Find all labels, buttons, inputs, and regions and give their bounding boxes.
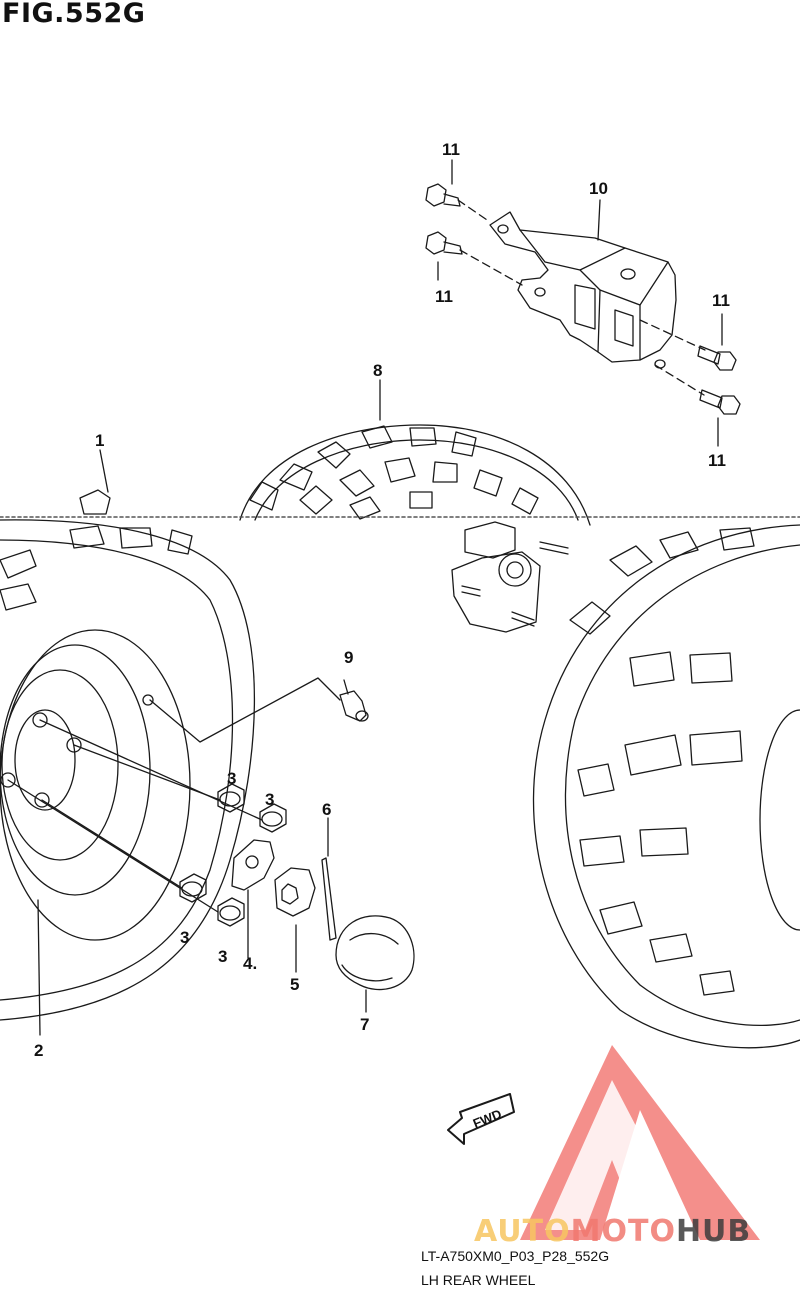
left-tire-part-1 — [0, 489, 256, 1021]
part-ref-3d: 3 — [218, 947, 227, 966]
part-ref-2: 2 — [34, 1041, 43, 1060]
fwd-direction-arrow — [447, 1093, 515, 1145]
part-ref-1: 1 — [95, 431, 104, 450]
wheel-nut-part-3-c — [179, 873, 207, 903]
fwd-label: FWD — [471, 1106, 504, 1131]
part-ref-9: 9 — [344, 648, 353, 667]
castle-nut-part-5 — [274, 867, 316, 917]
bolt-11-lower-left — [425, 231, 463, 255]
right-tire — [532, 524, 800, 1049]
part-ref-5: 5 — [290, 975, 299, 994]
part-ref-10: 10 — [589, 179, 608, 198]
bolt-11-lower-right — [699, 389, 741, 415]
hub-cap-part-7 — [335, 915, 415, 991]
part-ref-3b: 3 — [265, 790, 274, 809]
wheel-nut-part-3-b — [259, 803, 287, 833]
wheel-hub — [451, 521, 569, 633]
figure-title: FIG.552G — [2, 0, 146, 29]
part-ref-3c: 3 — [180, 928, 189, 947]
valve-part-9 — [339, 679, 369, 722]
diagram-caption: LH REAR WHEEL — [421, 1272, 536, 1288]
bolt-11-upper-left — [425, 183, 461, 207]
part-ref-6: 6 — [322, 800, 331, 819]
washer-part-4 — [231, 839, 275, 891]
watermark-text: AUTOMOTOHUB — [474, 1214, 752, 1249]
part-ref-11a: 11 — [442, 140, 460, 159]
part-ref-8: 8 — [373, 361, 382, 380]
part-ref-4: 4. — [243, 954, 257, 973]
bracket-part-10 — [489, 211, 677, 369]
bolt-11-upper-right — [697, 345, 737, 371]
part-ref-11c: 11 — [712, 291, 730, 310]
rear-tire-part-8 — [239, 424, 591, 526]
part-ref-11d: 11 — [708, 451, 726, 470]
left-wheel-part-2 — [0, 629, 191, 941]
wheel-nut-part-3-d — [217, 897, 245, 927]
cotter-pin-part-6 — [321, 857, 337, 941]
diagram-code: LT-A750XM0_P03_P28_552G — [421, 1248, 610, 1264]
part-ref-7: 7 — [360, 1015, 369, 1034]
watermark-logo — [520, 1045, 760, 1240]
wheel-nut-part-3-a — [217, 783, 245, 813]
part-ref-11b: 11 — [435, 287, 453, 306]
part-ref-3a: 3 — [227, 769, 236, 788]
